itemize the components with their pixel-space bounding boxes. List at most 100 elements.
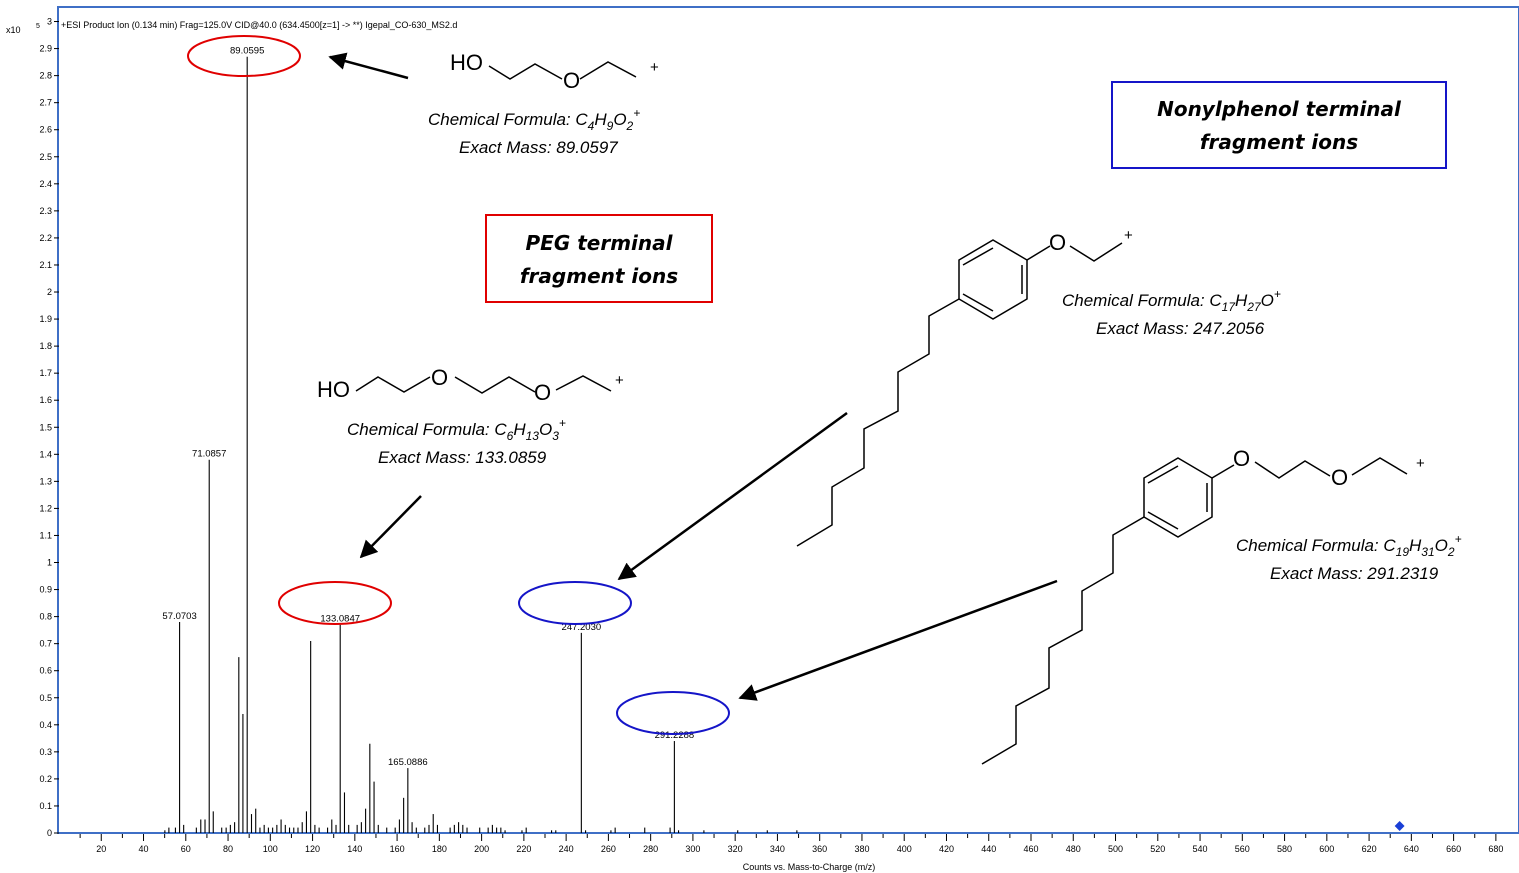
y-tick-label: 3 xyxy=(47,17,52,27)
x-tick-label: 200 xyxy=(474,844,489,854)
formula-part: C xyxy=(1383,536,1396,555)
ion2-o1: O xyxy=(431,365,448,390)
peak-labels: 57.070371.085789.0595133.0847165.0886247… xyxy=(162,46,694,768)
y-tick-label: 2.9 xyxy=(39,44,52,54)
x-tick-label: 420 xyxy=(939,844,954,854)
formula-label: Chemical Formula: xyxy=(1236,536,1383,555)
y-multiplier-base: x10 xyxy=(6,25,21,35)
x-tick-label: 220 xyxy=(516,844,531,854)
y-tick-label: 1.5 xyxy=(39,422,52,432)
ion2-o2: O xyxy=(534,380,551,405)
formula-part: 2 xyxy=(1447,545,1455,559)
ion4-mass: Exact Mass: 291.2319 xyxy=(1270,564,1439,583)
formula-part: O xyxy=(1261,291,1274,310)
ion2-formula: Chemical Formula: C6​H13​O3​+​ xyxy=(347,416,566,443)
formula-part: 17 xyxy=(1222,300,1237,314)
ion3-formula: Chemical Formula: C17​H27​O+​ xyxy=(1062,287,1281,314)
formula-part: + xyxy=(633,106,640,120)
ion1-formula: Chemical Formula: C4​H9​O2​+​ xyxy=(428,106,640,133)
y-tick-label: 0.7 xyxy=(39,639,52,649)
formula-part: O xyxy=(1435,536,1448,555)
ion4-formula: Chemical Formula: C19​H31​O2​+​ xyxy=(1236,532,1462,559)
precursor-marker xyxy=(1394,821,1405,831)
formula-part: C xyxy=(494,420,507,439)
x-tick-label: 80 xyxy=(223,844,233,854)
highlight-ellipse-291 xyxy=(616,691,730,735)
x-tick-label: 540 xyxy=(1193,844,1208,854)
x-tick-label: 400 xyxy=(897,844,912,854)
ion2-plus: + xyxy=(615,372,624,389)
x-tick-label: 20 xyxy=(96,844,106,854)
ion2-mass: Exact Mass: 133.0859 xyxy=(378,448,547,467)
x-tick-label: 60 xyxy=(181,844,191,854)
y-tick-label: 0.6 xyxy=(39,666,52,676)
y-tick-label: 1 xyxy=(47,558,52,568)
x-tick-label: 320 xyxy=(728,844,743,854)
y-tick-label: 1.9 xyxy=(39,314,52,324)
peak-label: 57.0703 xyxy=(162,611,196,622)
formula-part: O xyxy=(539,420,552,439)
arrow-ion3 xyxy=(617,411,848,581)
header-text: +ESI Product Ion (0.134 min) Frag=125.0V… xyxy=(61,20,457,30)
x-tick-label: 120 xyxy=(305,844,320,854)
x-tick-label: 40 xyxy=(139,844,149,854)
y-tick-label: 0.4 xyxy=(39,720,52,730)
formula-part: C xyxy=(575,110,588,129)
formula-part: 13 xyxy=(526,429,540,443)
y-tick-label: 0.1 xyxy=(39,801,52,811)
y-tick-label: 0.8 xyxy=(39,612,52,622)
x-tick-label: 500 xyxy=(1108,844,1123,854)
spectrum-peaks xyxy=(164,56,798,833)
x-tick-label: 600 xyxy=(1319,844,1334,854)
ion1-o: O xyxy=(563,68,580,93)
y-axis: 00.10.20.30.40.50.60.70.80.911.11.21.31.… xyxy=(39,17,59,838)
x-tick-label: 520 xyxy=(1150,844,1165,854)
formula-part: 9 xyxy=(607,119,614,133)
x-tick-label: 180 xyxy=(432,844,447,854)
highlight-ellipse-247 xyxy=(518,581,632,625)
peak-label: 133.0847 xyxy=(320,614,360,625)
ion3-mass: Exact Mass: 247.2056 xyxy=(1096,319,1265,338)
arrow-ion4 xyxy=(738,579,1058,701)
formula-part: + xyxy=(559,416,566,430)
x-tick-label: 160 xyxy=(390,844,405,854)
formula-part: O xyxy=(613,110,626,129)
np-box-line1: Nonylphenol terminal xyxy=(1157,97,1402,121)
peg-terminal-box: PEG terminal fragment ions xyxy=(485,214,713,303)
ion1-structure: HO O + xyxy=(450,50,659,93)
formula-part: 3 xyxy=(552,429,559,443)
y-tick-label: 0.5 xyxy=(39,693,52,703)
ion2-structure: HO O O + xyxy=(317,365,624,405)
y-tick-label: 2.2 xyxy=(39,233,52,243)
x-tick-label: 280 xyxy=(643,844,658,854)
x-tick-label: 100 xyxy=(263,844,278,854)
formula-label: Chemical Formula: xyxy=(428,110,575,129)
x-tick-label: 680 xyxy=(1488,844,1503,854)
x-tick-label: 360 xyxy=(812,844,827,854)
formula-label: Chemical Formula: xyxy=(1062,291,1209,310)
x-tick-label: 300 xyxy=(685,844,700,854)
formula-part: 2 xyxy=(626,119,634,133)
formula-part: + xyxy=(1274,287,1281,301)
formula-part: 6 xyxy=(507,429,514,443)
x-tick-label: 140 xyxy=(347,844,362,854)
y-tick-label: 1.7 xyxy=(39,368,52,378)
formula-part: H xyxy=(594,110,607,129)
y-tick-label: 1.6 xyxy=(39,395,52,405)
y-tick-label: 2.6 xyxy=(39,125,52,135)
highlight-ellipse-89 xyxy=(187,35,301,77)
ion1-ho: HO xyxy=(450,50,483,75)
arrow-ion2 xyxy=(359,495,422,559)
x-tick-label: 480 xyxy=(1066,844,1081,854)
formula-part: + xyxy=(1455,532,1462,546)
x-tick-label: 580 xyxy=(1277,844,1292,854)
formula-label: Chemical Formula: xyxy=(347,420,494,439)
peak-label: 71.0857 xyxy=(192,449,226,460)
x-tick-label: 440 xyxy=(981,844,996,854)
formula-part: C xyxy=(1209,291,1222,310)
x-tick-label: 560 xyxy=(1235,844,1250,854)
formula-part: 27 xyxy=(1246,300,1262,314)
x-tick-label: 460 xyxy=(1023,844,1038,854)
